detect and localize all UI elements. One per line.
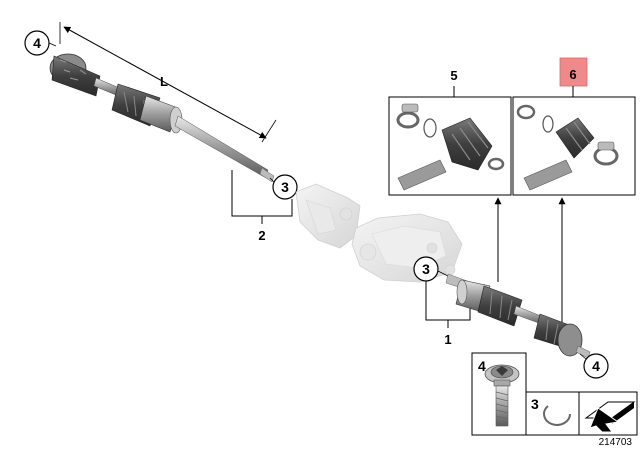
kit-box-6[interactable]: 6 [512,57,636,196]
callout-4-right[interactable]: 4 [579,353,609,379]
clamp-icon [396,103,420,129]
callout-3-center-label: 3 [422,261,430,277]
arrow-symbol-icon [584,401,636,433]
callout-3-left-label: 3 [281,179,289,195]
circlip-icon [543,405,571,426]
label-1: 1 [444,332,451,347]
callout-4-right-label: 4 [592,358,600,374]
navigation-symbol-box[interactable] [578,391,638,436]
bolt-detail-label: 4 [478,358,486,374]
snap-ring-icon [542,115,554,133]
diagram-id: 214703 [599,437,633,448]
dimension-l: L [59,22,277,143]
small-clamp-icon [487,157,505,171]
label-5: 5 [450,68,457,83]
boot-icon [555,117,595,159]
snap-ring-icon [423,118,437,138]
grease-tube-icon [397,159,447,191]
callout-4-top-label: 4 [33,35,41,51]
label-l: L [160,74,168,89]
grease-tube-icon [523,159,573,191]
small-clamp-icon [516,104,536,120]
bolt-detail-box[interactable]: 4 [471,352,527,436]
kit-arrows [494,197,566,322]
label-6: 6 [569,67,576,82]
bolt-icon [484,364,520,427]
boot-icon [441,117,493,171]
clamp-icon [593,141,619,166]
bracket-2: 2 [231,170,293,243]
right-drive-shaft [445,273,591,359]
kit-box-5[interactable]: 5 [388,68,512,196]
label-2: 2 [258,228,265,243]
callout-4-top[interactable]: 4 [24,30,57,56]
callout-3-left[interactable]: 3 [269,174,298,200]
circlip-detail-box[interactable]: 3 [525,391,580,436]
circlip-detail-label: 3 [531,396,539,412]
